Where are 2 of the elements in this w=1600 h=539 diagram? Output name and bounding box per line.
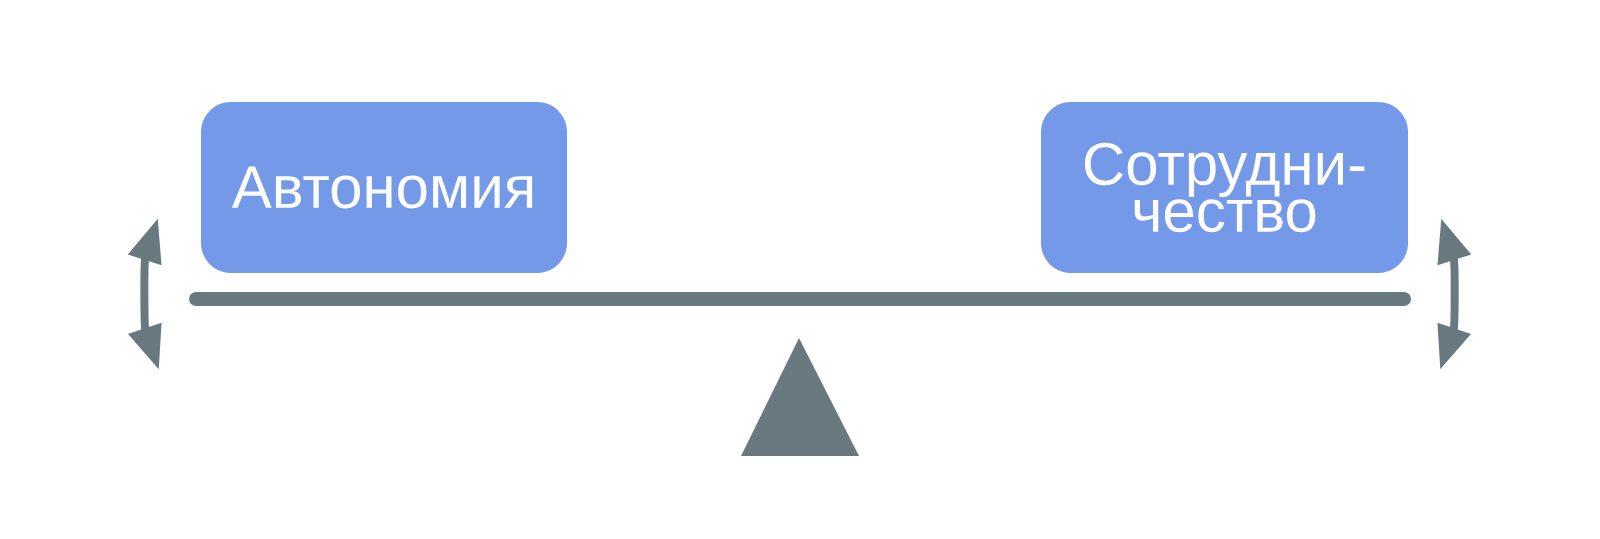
concept-box: Сотрудни- чество (1041, 102, 1408, 273)
concept-box: Автономия (201, 102, 567, 273)
